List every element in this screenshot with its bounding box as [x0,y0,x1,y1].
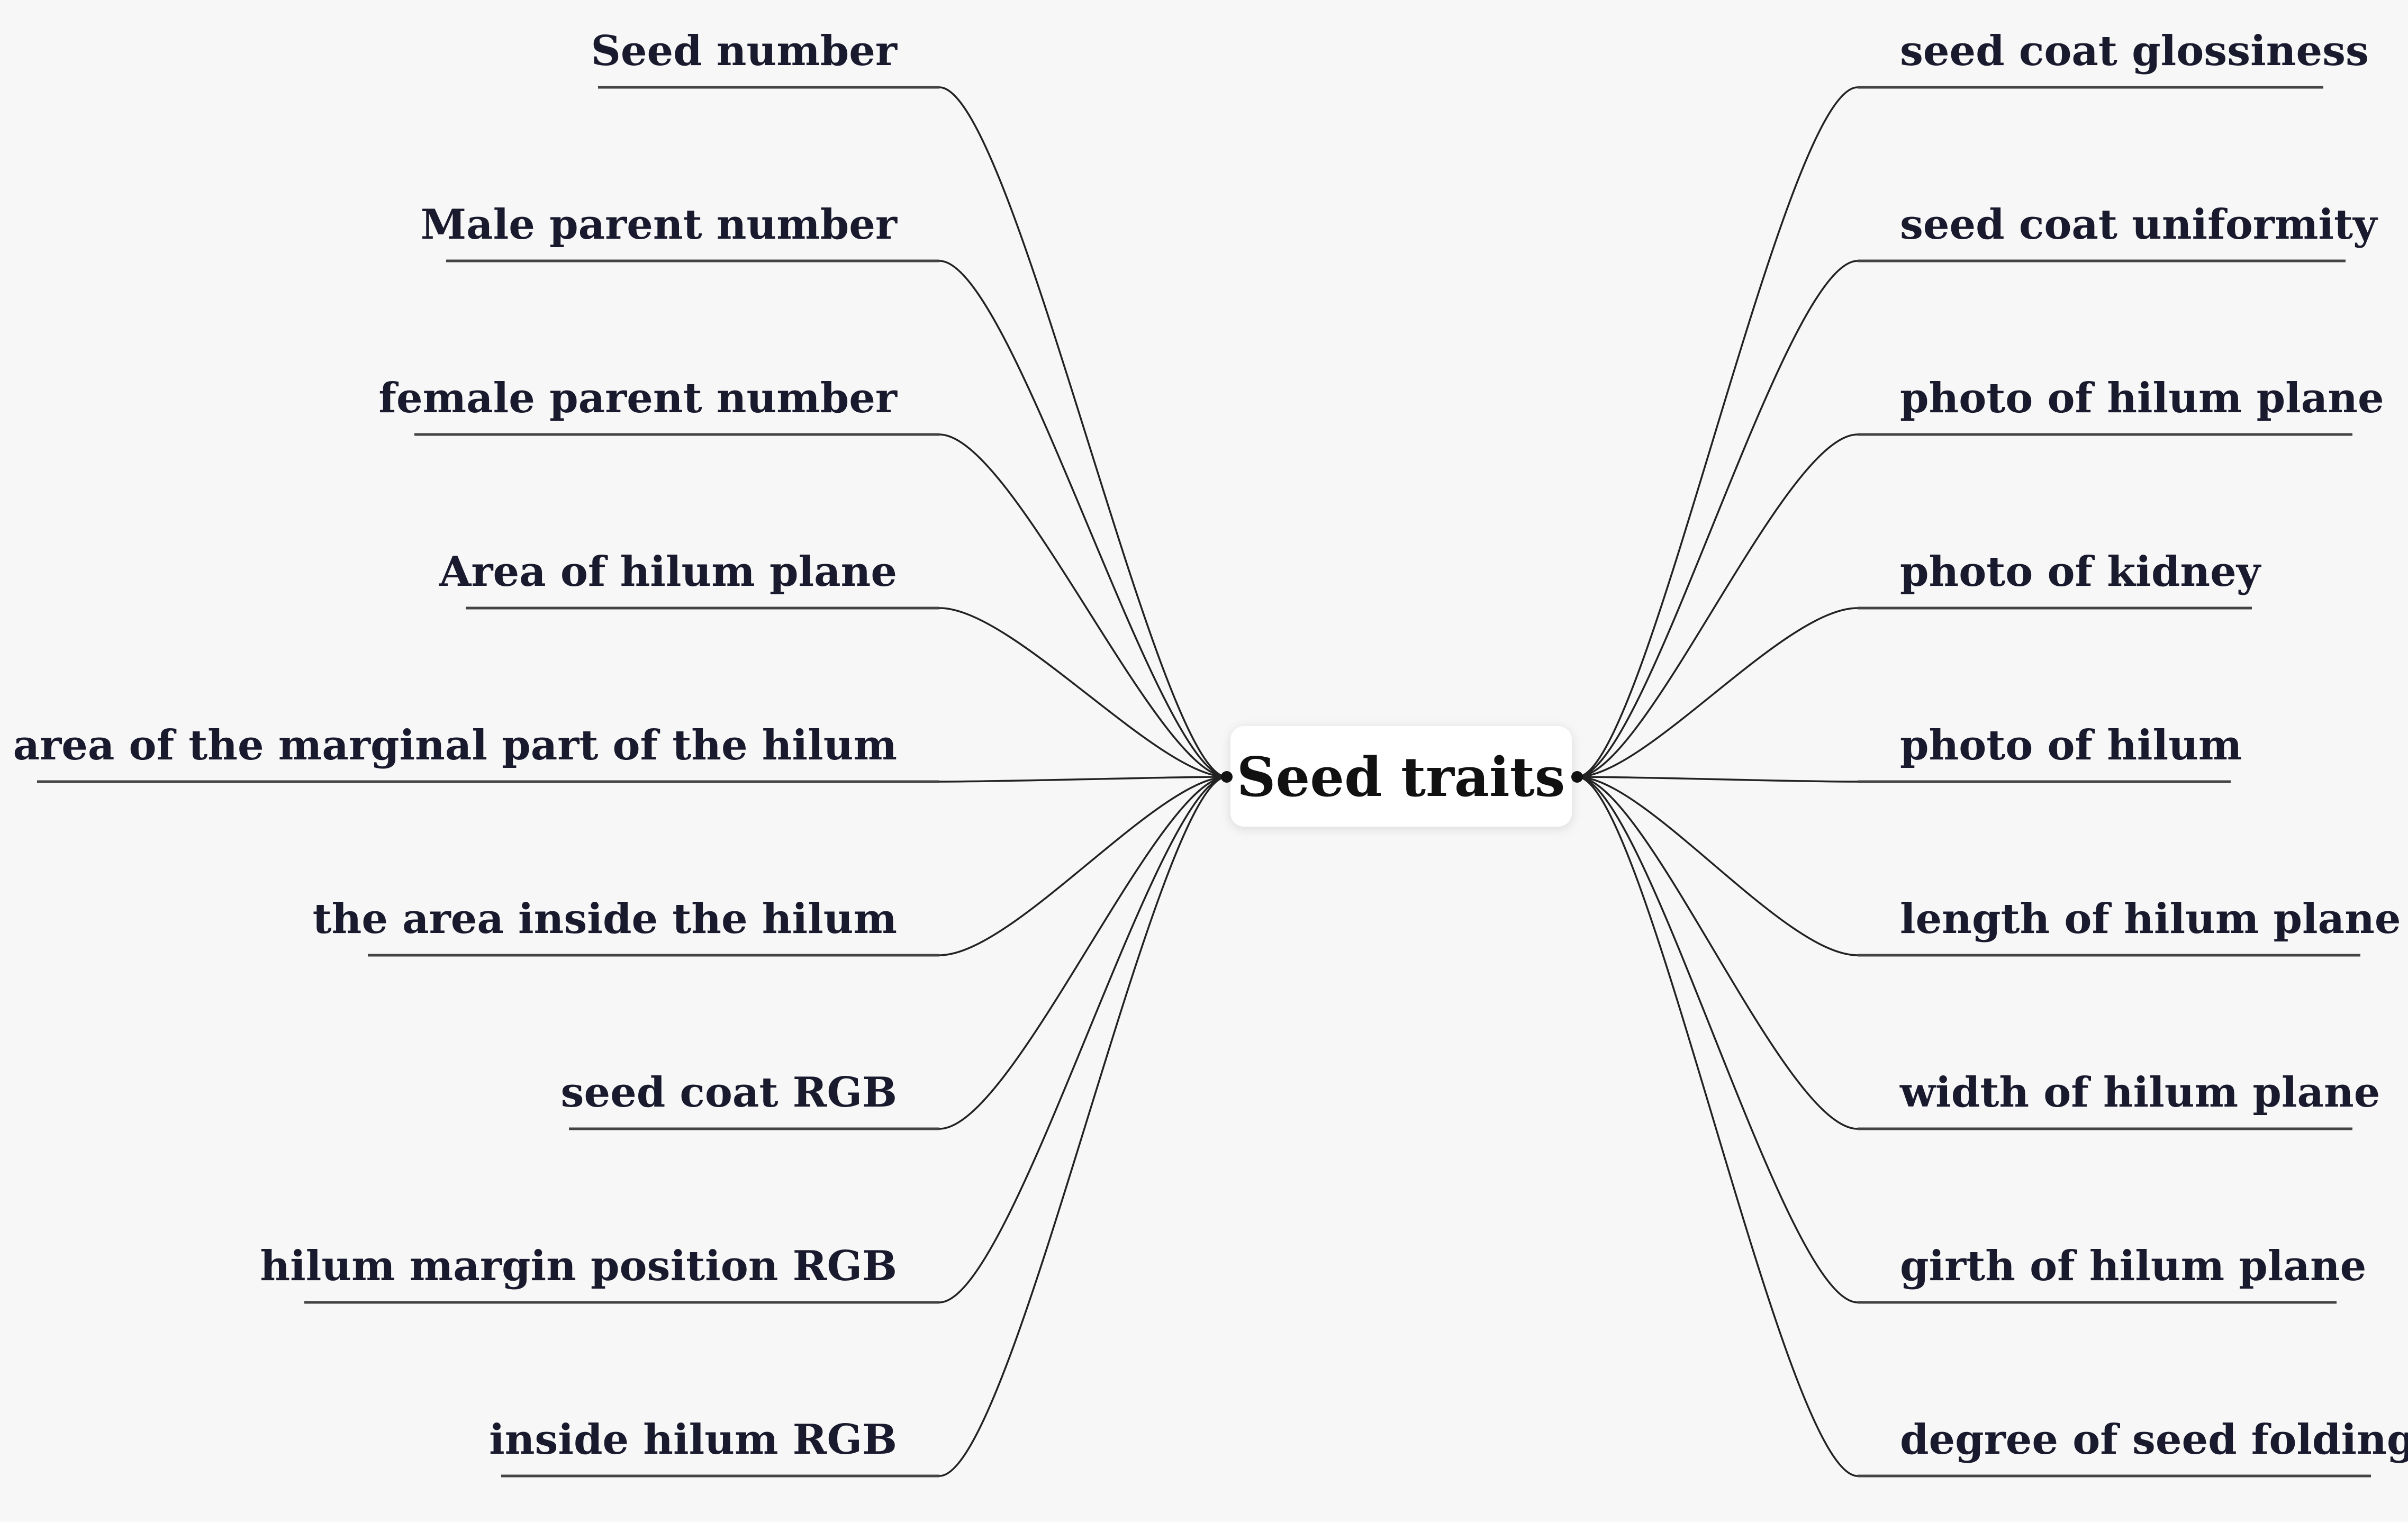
right-connector [1577,776,1858,1477]
left-branch-label[interactable]: seed coat RGB [561,1068,897,1117]
left-connector [939,260,1227,778]
right-branch-label[interactable]: degree of seed folding [1900,1416,2408,1464]
left-branch-label[interactable]: Seed number [591,27,898,75]
left-branch-label[interactable]: Area of hilum plane [439,548,897,596]
right-branch-label[interactable]: seed coat uniformity [1900,201,2378,249]
right-branch-label[interactable]: photo of kidney [1900,548,2262,596]
left-connector [939,776,1227,1130]
left-connector [939,433,1227,778]
connector-lines [939,86,1858,1477]
right-anchor-dot [1571,771,1583,783]
right-branch-label[interactable]: length of hilum plane [1900,895,2401,943]
right-branch-label[interactable]: photo of hilum [1900,721,2242,769]
right-connector [1577,776,1858,956]
root-node-label: Seed traits [1237,746,1565,809]
left-branch-label[interactable]: the area of the marginal part of the hil… [0,721,897,769]
left-branch-label[interactable]: Male parent number [421,201,898,249]
right-connector [1577,776,1858,1130]
root-node[interactable]: Seed traits [1230,726,1572,827]
left-branch-label[interactable]: the area inside the hilum [313,895,897,943]
left-branch-label[interactable]: inside hilum RGB [489,1416,897,1464]
left-branch-label[interactable]: female parent number [378,374,897,422]
right-connector [1577,260,1858,778]
right-branch-label[interactable]: seed coat glossiness [1900,27,2369,75]
right-branch-label[interactable]: photo of hilum plane [1900,374,2384,422]
right-connector [1577,86,1858,778]
right-connector [1577,433,1858,778]
left-branch-label[interactable]: hilum margin position RGB [260,1242,897,1290]
left-connector [939,776,1227,956]
right-connector [1577,776,1858,1303]
left-connector [939,776,1227,1303]
right-connector [1577,776,1858,783]
left-connector [939,607,1227,778]
right-branch-label[interactable]: width of hilum plane [1899,1068,2380,1117]
root-node-box [1230,726,1572,827]
left-connector [939,776,1227,1477]
left-connector [939,86,1227,778]
right-branch-label[interactable]: girth of hilum plane [1900,1242,2366,1290]
left-connector [939,776,1227,783]
right-connector [1577,607,1858,778]
branch-underlines [37,86,2371,1478]
left-anchor-dot [1221,771,1233,783]
